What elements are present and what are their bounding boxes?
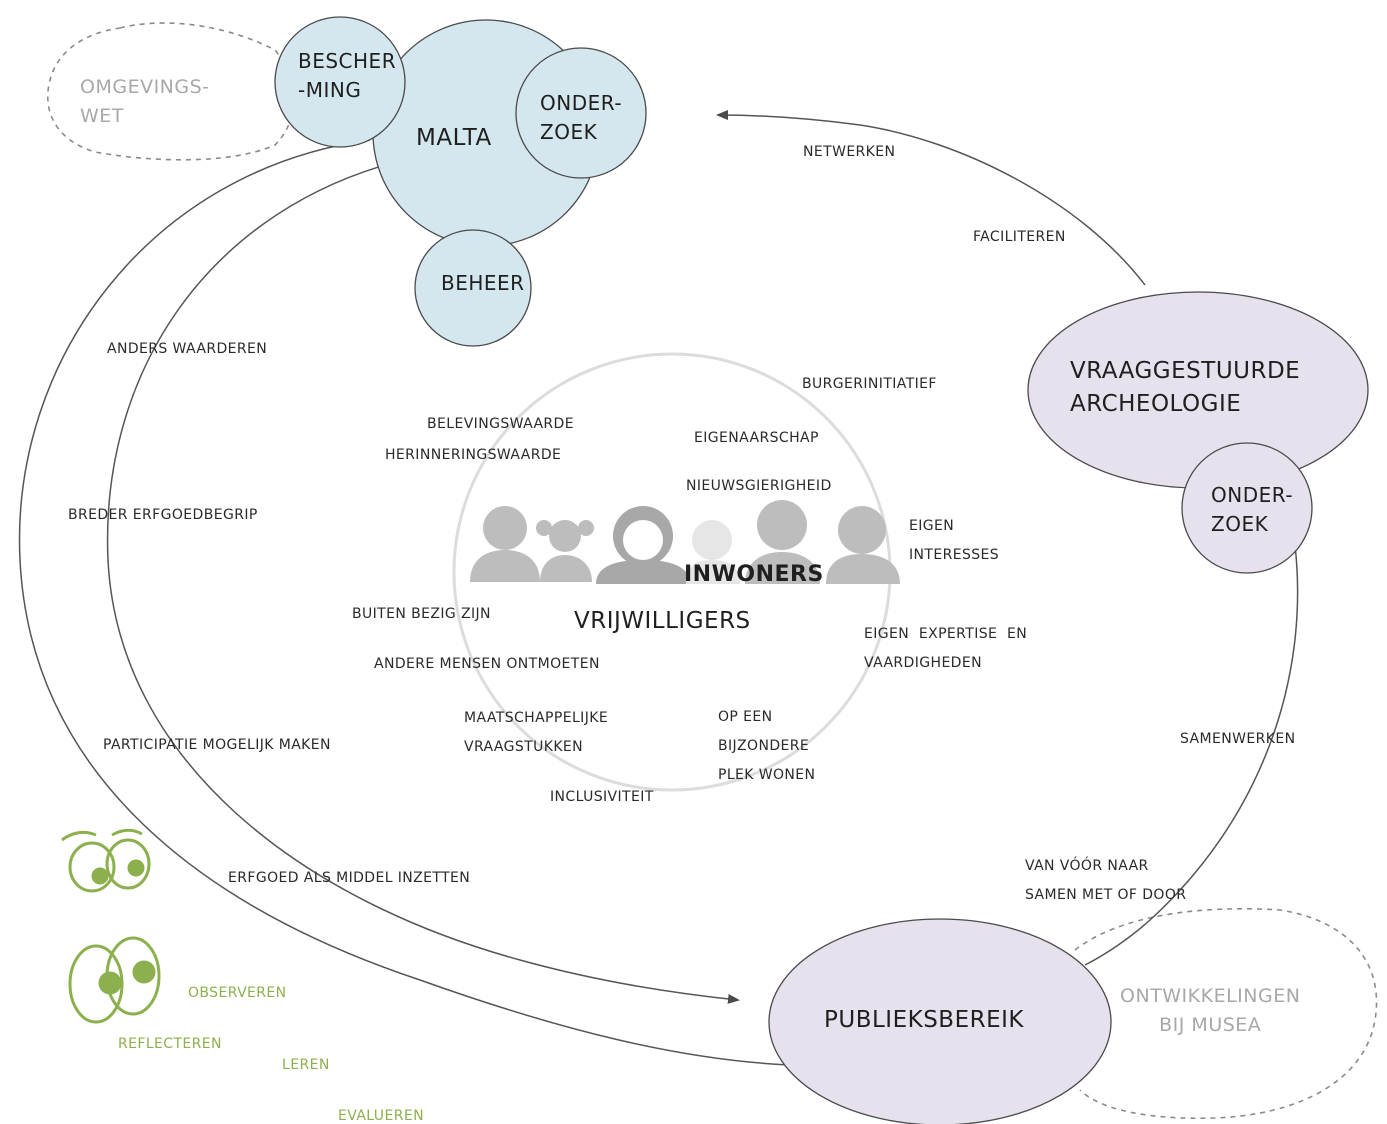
- right-arc: [1084, 544, 1299, 966]
- belevingswaarde-label: BELEVINGSWAARDE: [427, 416, 574, 432]
- van-voor-label: VAN VÓÓR NAAR SAMEN MET OF DOOR: [1025, 858, 1187, 903]
- andere-mensen-label: ANDERE MENSEN ONTMOETEN: [374, 656, 600, 672]
- eigen-interesses-label: EIGEN INTERESSES: [909, 518, 1000, 563]
- publieksbereik-label: PUBLIEKSBEREIK: [824, 1007, 1024, 1033]
- musea-cloud: [1074, 908, 1378, 1120]
- faciliteren-label: FACILITEREN: [973, 229, 1066, 245]
- onderzoek-circle-malta: [515, 47, 647, 179]
- buiten-label: BUITEN BEZIG ZIJN: [352, 606, 491, 622]
- inwoners-label: INWONERS: [684, 562, 824, 587]
- herinneringswaarde-label: HERINNERINGSWAARDE: [385, 447, 562, 463]
- omgevingswet-cloud: [46, 22, 295, 161]
- anders-waarderen-label: ANDERS WAARDEREN: [107, 341, 268, 357]
- erfgoed-middel-label: ERFGOED ALS MIDDEL INZETTEN: [228, 870, 471, 886]
- onderzoek-label-vraag: ONDER- ZOEK: [1211, 483, 1294, 536]
- people-silhouettes-icon: [470, 500, 900, 584]
- leren-label: LEREN: [282, 1057, 330, 1073]
- left-outer-arc: [18, 139, 791, 1066]
- malta-label: MALTA: [416, 125, 492, 151]
- bescherming-circle: [274, 16, 406, 148]
- breder-label: BREDER ERFGOEDBEGRIP: [68, 507, 258, 523]
- observeren-label: OBSERVEREN: [188, 985, 287, 1001]
- eigenaarschap-label: EIGENAARSCHAP: [694, 430, 819, 446]
- vrijwilligers-label: VRIJWILLIGERS: [574, 608, 751, 634]
- bescherming-label: BESCHER -MING: [298, 49, 397, 102]
- onderzoek-circle-vraag: [1181, 442, 1313, 574]
- participatie-label: PARTICIPATIE MOGELIJK MAKEN: [103, 737, 331, 753]
- netwerken-label: NETWERKEN: [803, 144, 896, 160]
- top-right-arc-arrow: [716, 110, 1146, 286]
- maatschappelijke-label: MAATSCHAPPELIJKE VRAAGSTUKKEN: [464, 710, 609, 755]
- left-inner-arc-arrow: [106, 164, 740, 1004]
- reflecteren-label: REFLECTEREN: [118, 1036, 222, 1052]
- inclusiviteit-label: INCLUSIVITEIT: [550, 789, 654, 805]
- eyes-icon: [61, 828, 161, 1024]
- omgevingswet-label: OMGEVINGS- WET: [80, 76, 210, 127]
- evalueren-label: EVALUEREN: [338, 1108, 424, 1124]
- beheer-label: BEHEER: [441, 271, 525, 295]
- musea-label: ONTWIKKELINGEN BIJ MUSEA: [1120, 985, 1301, 1036]
- vraaggestuurde-label: VRAAGGESTUURDE ARCHEOLOGIE: [1070, 358, 1301, 417]
- publieksbereik-ellipse: [768, 918, 1112, 1124]
- samenwerken-label: SAMENWERKEN: [1180, 731, 1296, 747]
- nieuwsgierigheid-label: NIEUWSGIERIGHEID: [686, 478, 832, 494]
- expertise-label: EIGEN EXPERTISE EN VAARDIGHEDEN: [864, 626, 1028, 671]
- beheer-circle: [414, 229, 532, 347]
- op-een-label: OP EEN BIJZONDERE PLEK WONEN: [718, 709, 816, 783]
- burgerinitiatief-label: BURGERINITIATIEF: [802, 376, 937, 392]
- onderzoek-label-malta: ONDER- ZOEK: [540, 91, 623, 144]
